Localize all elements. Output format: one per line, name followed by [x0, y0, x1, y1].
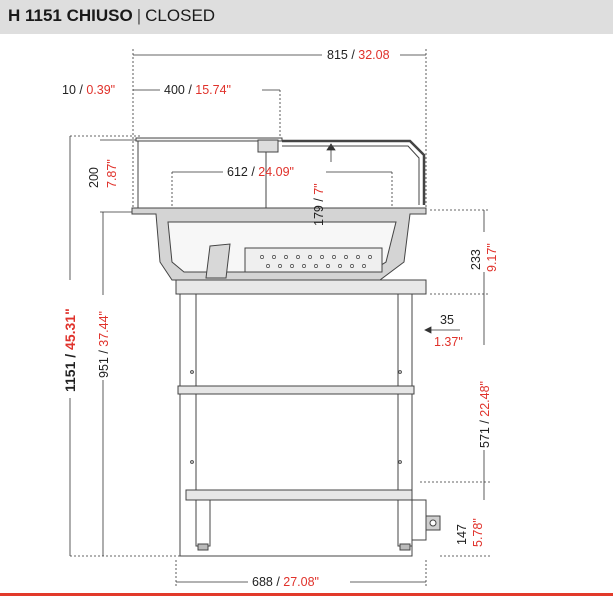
- dim-glass-height-mm: 200: [87, 167, 101, 188]
- dim-side-offset-inch: 1.37": [434, 335, 463, 349]
- dim-base-width: 688 / 27.08": [252, 575, 319, 589]
- dim-offset-left: 10 / 0.39": [62, 83, 115, 97]
- dim-inner-depth: 179 / 7": [312, 183, 326, 226]
- dim-glass-height-inch: 7.87": [105, 159, 119, 188]
- dim-counter-height: 951 / 37.44": [97, 311, 111, 378]
- footer-accent-line: [0, 593, 613, 596]
- dim-basin-height-inch: 9.17": [485, 243, 499, 272]
- title-separator: |: [136, 6, 142, 25]
- page-header: H 1151 CHIUSO|CLOSED: [0, 0, 613, 34]
- model-name: H 1151 CHIUSO: [8, 6, 133, 25]
- model-state: CLOSED: [145, 6, 216, 25]
- dim-inner-width: 612 / 24.09": [227, 165, 294, 179]
- dim-side-offset-mm: 35: [440, 313, 454, 327]
- dim-top-glass-width: 400 / 15.74": [164, 83, 231, 97]
- dim-total-height: 1151 / 45.31": [62, 308, 78, 392]
- dim-cabinet-height: 571 / 22.48": [478, 381, 492, 448]
- dim-foot-height-inch: 5.78": [471, 518, 485, 547]
- dim-total-width: 815 / 32.08: [327, 48, 390, 62]
- tray-perforations: [260, 255, 372, 268]
- dim-basin-height-mm: 233: [469, 249, 483, 270]
- dim-foot-height-mm: 147: [455, 524, 469, 545]
- showcase-drawing: [131, 137, 441, 557]
- page-title: H 1151 CHIUSO|CLOSED: [8, 6, 215, 26]
